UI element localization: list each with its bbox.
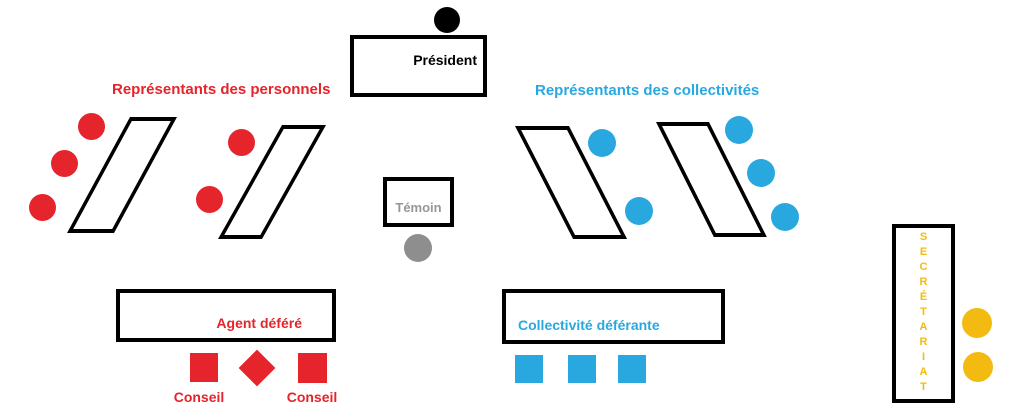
witness-table: Témoin bbox=[383, 177, 454, 227]
collectivities-seat-dot bbox=[588, 129, 616, 157]
collectivities-seat-dot bbox=[771, 203, 799, 231]
deferring-collectivity-table: Collectivité déférante bbox=[502, 289, 725, 344]
deferring-collectivity-seat-square bbox=[515, 355, 543, 383]
deferring-collectivity-seat-square bbox=[568, 355, 596, 383]
secretariat-seat-dot bbox=[963, 352, 993, 382]
collectivities-seat-dot bbox=[747, 159, 775, 187]
deferring-collectivity-seat-square bbox=[618, 355, 646, 383]
witness-label: Témoin bbox=[395, 200, 442, 215]
secretariat-label: SECRÉTARIAT bbox=[917, 231, 930, 396]
deferring-collectivity-label: Collectivité déférante bbox=[518, 317, 660, 333]
personnel-header-label: Représentants des personnels bbox=[112, 81, 331, 98]
agent-label: Agent déféré bbox=[216, 315, 302, 331]
personnel-seat-dot bbox=[51, 150, 78, 177]
agent-table: Agent déféré bbox=[116, 289, 336, 342]
president-table: Président bbox=[350, 35, 487, 97]
secretariat-table: SECRÉTARIAT bbox=[892, 224, 955, 403]
personnel-seat-dot bbox=[228, 129, 255, 156]
counsel-right-label: Conseil bbox=[286, 389, 338, 405]
witness-seat-dot bbox=[404, 234, 432, 262]
collectivities-header-label: Représentants des collectivités bbox=[535, 82, 760, 99]
counsel-seat-square bbox=[190, 353, 218, 382]
personnel-seat-dot bbox=[78, 113, 105, 140]
personnel-seat-dot bbox=[29, 194, 56, 221]
secretariat-seat-dot bbox=[962, 308, 992, 338]
collectivities-seat-dot bbox=[725, 116, 753, 144]
collectivities-seat-dot bbox=[625, 197, 653, 225]
counsel-seat-square bbox=[298, 353, 327, 383]
personnel-seat-dot bbox=[196, 186, 223, 213]
president-seat-dot bbox=[434, 7, 460, 33]
counsel-left-label: Conseil bbox=[173, 389, 225, 405]
president-label: Président bbox=[413, 52, 477, 68]
counsel-seat-diamond bbox=[238, 349, 276, 387]
